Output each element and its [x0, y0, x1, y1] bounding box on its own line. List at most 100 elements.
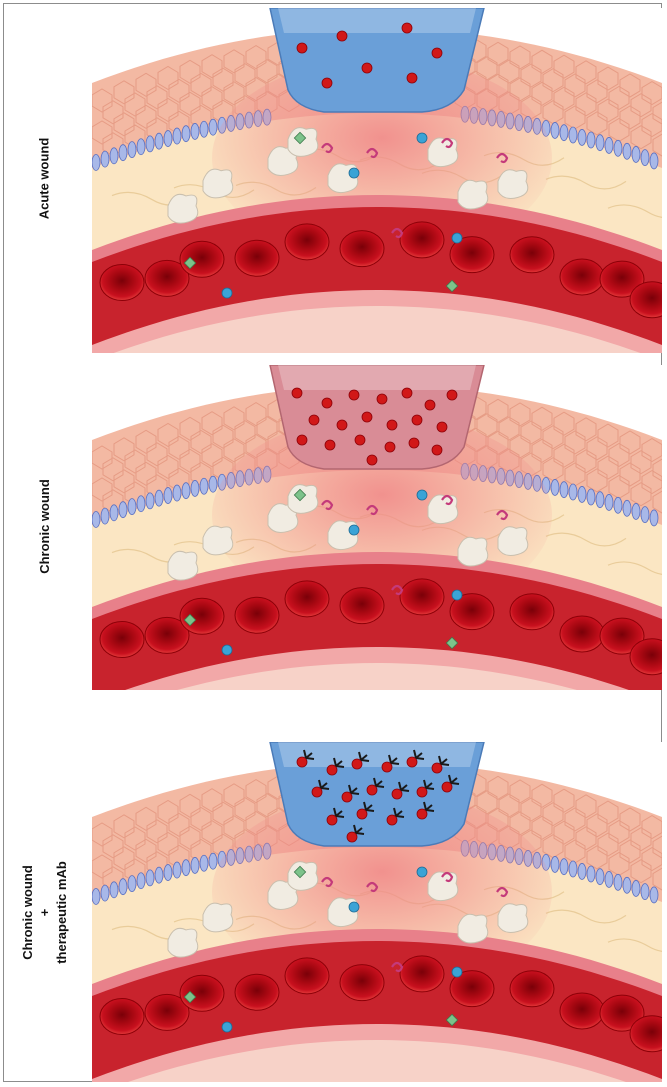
label-line: Acute wound — [35, 137, 52, 219]
red-blood-cell-icon — [510, 237, 554, 273]
protease-icon — [327, 765, 337, 775]
immune-cell-icon — [498, 527, 528, 556]
protease-icon — [297, 43, 307, 53]
wound-illustration — [92, 365, 662, 690]
immune-cell-icon — [288, 485, 318, 514]
protease-icon — [362, 412, 372, 422]
protease-icon — [432, 48, 442, 58]
protease-icon — [325, 440, 335, 450]
immune-cell-icon — [498, 904, 528, 933]
protease-icon — [367, 785, 377, 795]
protease-icon — [407, 73, 417, 83]
growth-factor-icon — [222, 288, 232, 298]
immune-cell-icon — [168, 194, 198, 223]
protease-icon — [297, 435, 307, 445]
growth-factor-icon — [417, 490, 427, 500]
protease-icon — [367, 455, 377, 465]
red-blood-cell-icon — [560, 993, 604, 1029]
protease-icon — [377, 394, 387, 404]
protease-icon — [357, 809, 367, 819]
immune-cell-icon — [203, 526, 233, 555]
protease-icon — [387, 815, 397, 825]
red-blood-cell-icon — [100, 265, 144, 301]
protease-icon — [292, 388, 302, 398]
red-blood-cell-icon — [560, 616, 604, 652]
protease-icon — [337, 420, 347, 430]
growth-factor-icon — [222, 1022, 232, 1032]
red-blood-cell-icon — [235, 597, 279, 633]
protease-icon — [297, 757, 307, 767]
protease-icon — [327, 815, 337, 825]
protease-icon — [402, 23, 412, 33]
exudate-highlight — [278, 365, 476, 390]
protease-icon — [382, 762, 392, 772]
protease-icon — [425, 400, 435, 410]
immune-cell-icon — [168, 928, 198, 957]
protease-icon — [337, 31, 347, 41]
red-blood-cell-icon — [180, 975, 224, 1011]
protease-icon — [447, 390, 457, 400]
red-blood-cell-icon — [180, 598, 224, 634]
label-line: therapeutic mAb — [53, 861, 70, 964]
protease-icon — [432, 763, 442, 773]
red-blood-cell-icon — [235, 240, 279, 276]
growth-factor-icon — [222, 645, 232, 655]
protease-icon — [409, 438, 419, 448]
growth-factor-icon — [452, 590, 462, 600]
protease-icon — [412, 415, 422, 425]
exudate-highlight — [278, 742, 476, 767]
immune-cell-icon — [458, 180, 488, 209]
growth-factor-icon — [349, 168, 359, 178]
protease-icon — [349, 390, 359, 400]
growth-factor-icon — [452, 967, 462, 977]
growth-factor-icon — [349, 525, 359, 535]
growth-factor-icon — [452, 233, 462, 243]
protease-icon — [392, 789, 402, 799]
red-blood-cell-icon — [400, 222, 444, 258]
panel-label-chronic-mab: Chronic wound + therapeutic mAb — [0, 742, 88, 1082]
protease-icon — [342, 792, 352, 802]
panel-chronic-wound-mab — [92, 742, 662, 1082]
growth-factor-icon — [417, 867, 427, 877]
protease-icon — [309, 415, 319, 425]
protease-icon — [347, 832, 357, 842]
label-line: Chronic wound — [19, 861, 36, 964]
wound-illustration — [92, 742, 662, 1082]
protease-icon — [417, 809, 427, 819]
protease-icon — [402, 388, 412, 398]
red-blood-cell-icon — [100, 622, 144, 658]
red-blood-cell-icon — [285, 958, 329, 994]
label-line: Chronic wound — [36, 479, 53, 574]
red-blood-cell-icon — [510, 594, 554, 630]
wound-illustration — [92, 8, 662, 353]
growth-factor-icon — [417, 133, 427, 143]
protease-icon — [387, 420, 397, 430]
protease-icon — [442, 782, 452, 792]
panel-chronic-wound — [92, 365, 662, 690]
protease-icon — [322, 398, 332, 408]
protease-icon — [437, 422, 447, 432]
exudate-highlight — [278, 8, 476, 33]
red-blood-cell-icon — [340, 231, 384, 267]
panel-label-chronic: Chronic wound — [0, 365, 88, 687]
protease-icon — [352, 759, 362, 769]
protease-icon — [432, 445, 442, 455]
protease-icon — [417, 787, 427, 797]
immune-cell-icon — [458, 537, 488, 566]
red-blood-cell-icon — [510, 971, 554, 1007]
red-blood-cell-icon — [285, 581, 329, 617]
label-line: + — [36, 861, 53, 964]
immune-cell-icon — [288, 128, 318, 157]
red-blood-cell-icon — [235, 974, 279, 1010]
panel-label-acute: Acute wound — [0, 8, 88, 348]
immune-cell-icon — [288, 862, 318, 891]
red-blood-cell-icon — [340, 965, 384, 1001]
protease-icon — [322, 78, 332, 88]
red-blood-cell-icon — [100, 999, 144, 1035]
protease-icon — [362, 63, 372, 73]
protease-icon — [312, 787, 322, 797]
protease-icon — [355, 435, 365, 445]
panel-acute-wound — [92, 8, 662, 353]
immune-cell-icon — [458, 914, 488, 943]
red-blood-cell-icon — [400, 956, 444, 992]
